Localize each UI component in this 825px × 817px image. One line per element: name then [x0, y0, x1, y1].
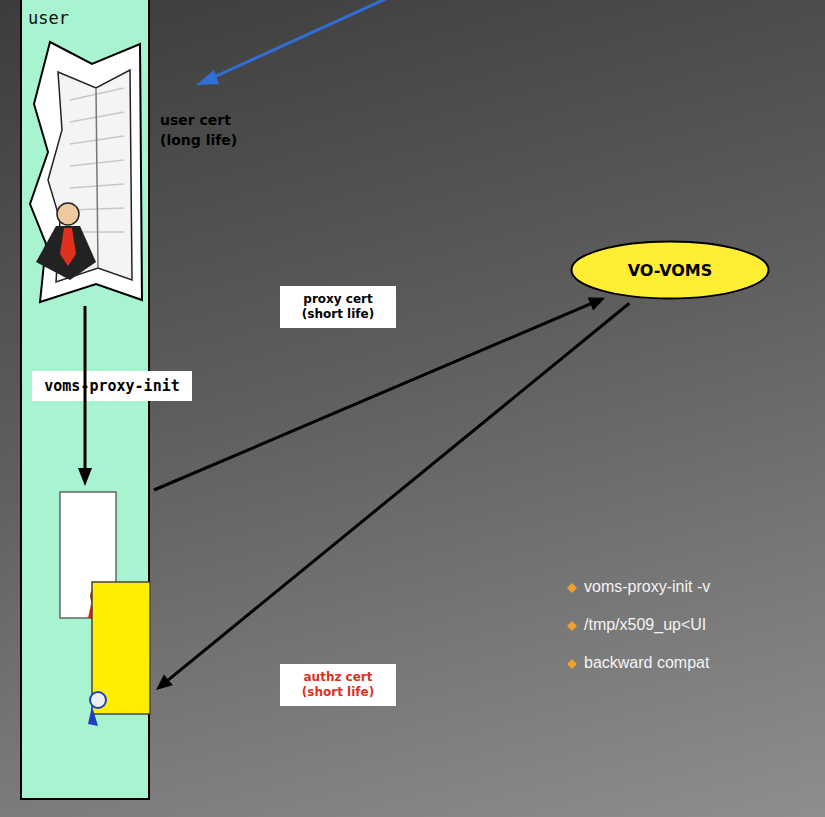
- bullet-text: /tmp/x509_up<UI: [584, 616, 706, 634]
- server-ellipse: VO-VOMS: [570, 240, 770, 300]
- node-text: VO-VOMS: [628, 261, 713, 280]
- person-tie: [60, 228, 76, 266]
- flow-head: [78, 468, 92, 486]
- arrow-head: [156, 674, 173, 690]
- node-text: voms-proxy-init: [44, 377, 179, 395]
- bullet-diamond: [567, 659, 577, 669]
- bullet-text: backward compat: [584, 654, 709, 672]
- bullet-text: voms-proxy-init -v: [584, 578, 710, 596]
- arrow-line: [168, 303, 629, 680]
- node-text: user: [28, 8, 69, 28]
- edge-label: authz cert (short life): [280, 664, 396, 706]
- command-box: voms-proxy-init: [32, 371, 192, 401]
- person-head: [57, 203, 79, 225]
- bullet-diamond: [567, 621, 577, 631]
- cert-page: [30, 42, 142, 302]
- edge-label: proxy cert (short life): [280, 286, 396, 328]
- ellipse-shape: [572, 242, 769, 299]
- person-body: [36, 226, 96, 280]
- page-shade: [70, 88, 124, 100]
- book-spine: [96, 88, 98, 268]
- pointer-line: [212, 0, 392, 78]
- arrow-head: [588, 298, 605, 311]
- seal: [90, 692, 106, 708]
- bullet-diamond: [567, 583, 577, 593]
- seal-ribbon: [88, 706, 98, 726]
- arrow-line: [154, 304, 590, 490]
- pointer-head: [196, 70, 219, 85]
- flow-line: [84, 306, 87, 470]
- cert-label: user cert (long life): [160, 110, 272, 150]
- cert-arrow: [154, 304, 590, 490]
- cert-arrow: [168, 303, 629, 680]
